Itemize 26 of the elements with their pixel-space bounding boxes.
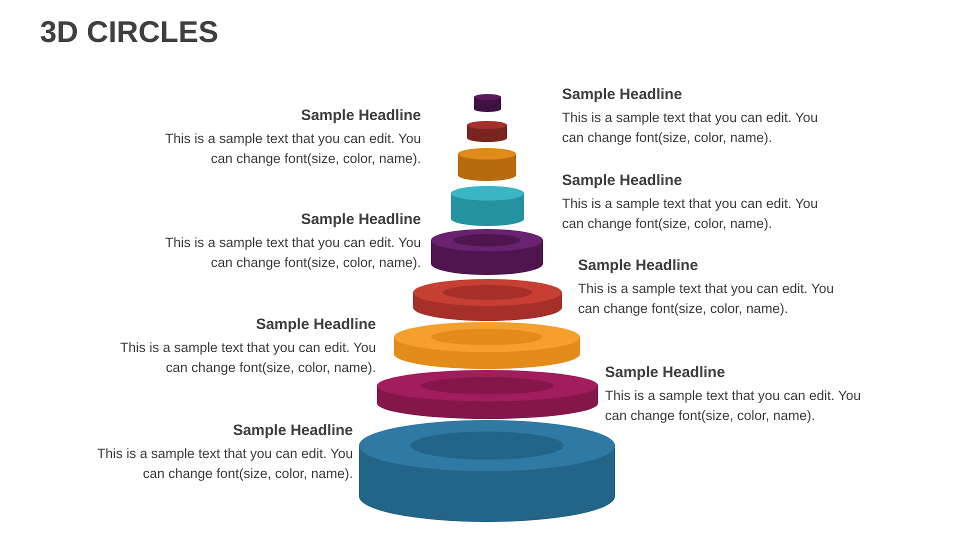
body-text: This is a sample text that you can edit. You can change font(size, color, name). [562, 195, 819, 233]
headline: Sample Headline [562, 172, 682, 189]
headline: Sample Headline [300, 107, 421, 124]
ring-shape [394, 322, 580, 369]
body-text: This is a sample text that you can edit. You can change font(size, color, name). [164, 130, 421, 168]
ring-shape [376, 370, 598, 419]
body-text: This is a sample text that you can edit. You can change font(size, color, name). [578, 280, 835, 318]
headline: Sample Headline [605, 364, 726, 381]
ring-shape [431, 229, 543, 275]
body-text: This is a sample text that you can edit. You can change font(size, color, name). [562, 109, 819, 147]
ring-shape [412, 279, 562, 321]
headline: Sample Headline [562, 86, 682, 103]
ring-shape [359, 420, 615, 522]
cylinder-shape [450, 186, 524, 226]
cylinder-shape [458, 148, 516, 181]
cylinder-shape [467, 121, 507, 142]
title: 3D CIRCLES [40, 16, 218, 50]
cylinder-shape [474, 94, 500, 112]
headline: Sample Headline [232, 422, 353, 439]
headline: Sample Headline [578, 257, 698, 274]
headline: Sample Headline [256, 316, 376, 333]
headline: Sample Headline [300, 211, 421, 228]
body-text: This is a sample text that you can edit. You can change font(size, color, name). [164, 234, 421, 272]
body-text: This is a sample text that you can edit. You can change font(size, color, name). [605, 387, 862, 425]
body-text: This is a sample text that you can edit. You can change font(size, color, name). [119, 339, 376, 377]
body-text: This is a sample text that you can edit. You can change font(size, color, name). [96, 445, 353, 483]
